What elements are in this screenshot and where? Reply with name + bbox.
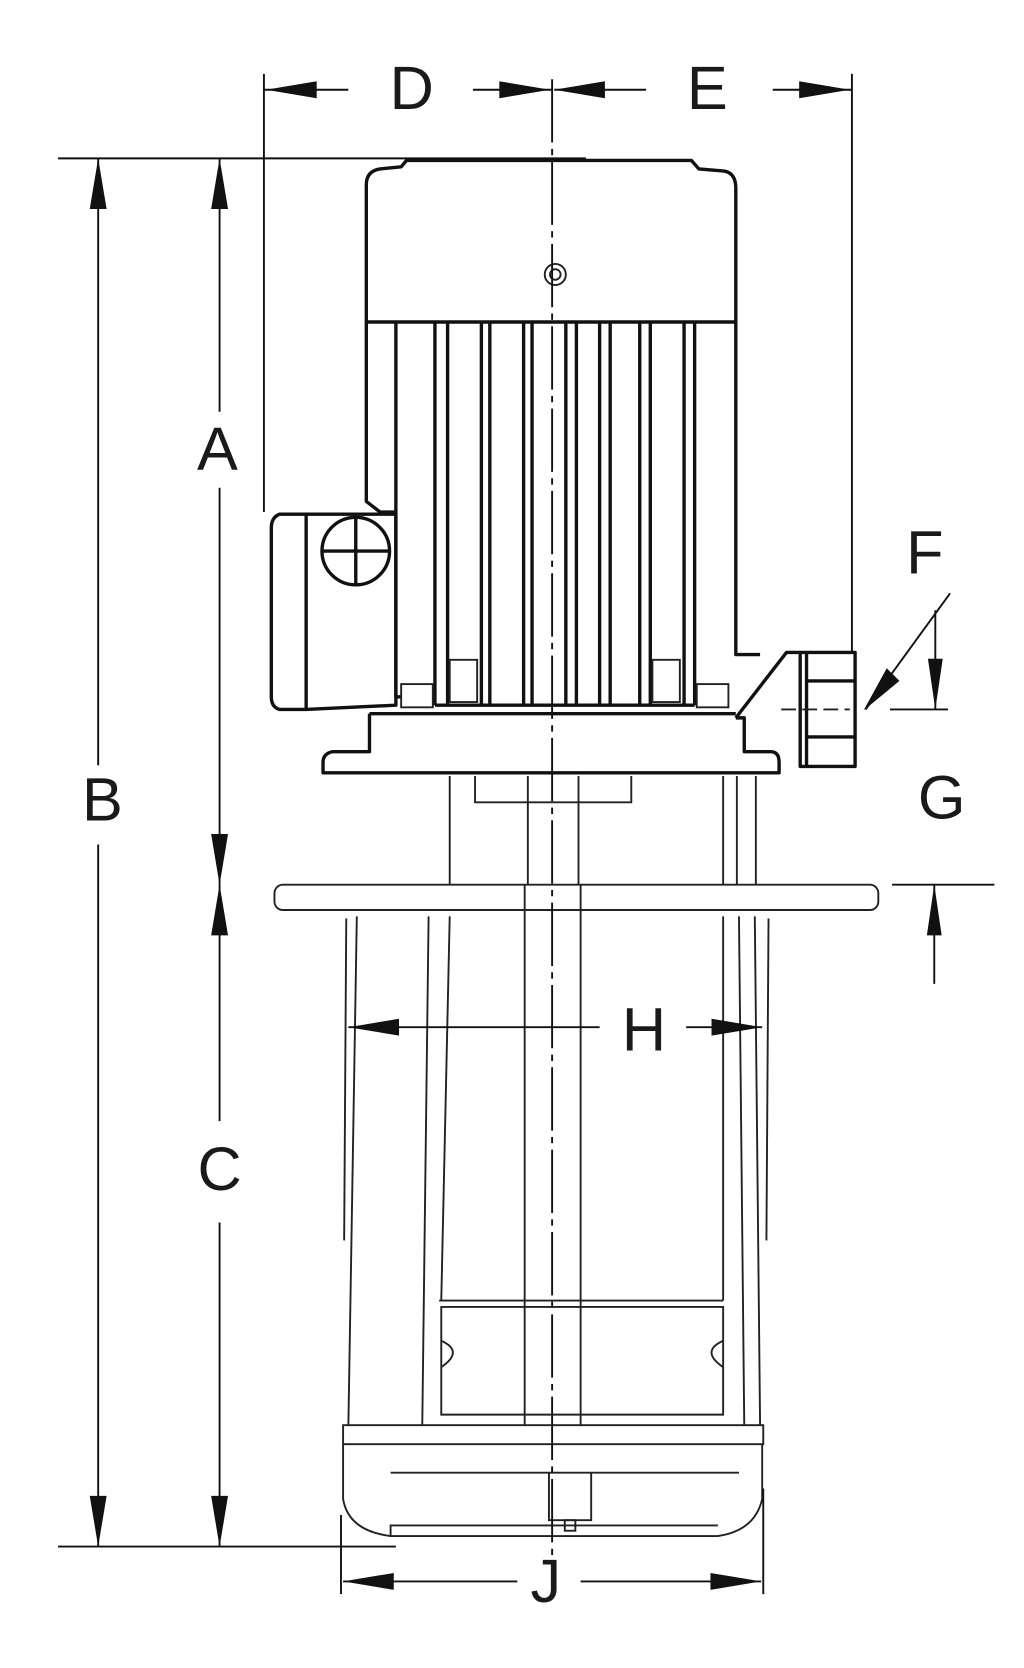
dimension-j: J <box>343 1547 762 1615</box>
dimension-e: E <box>554 54 852 122</box>
label-e: E <box>687 54 728 122</box>
label-b: B <box>82 766 123 834</box>
terminal-box <box>269 512 398 712</box>
extension-lines <box>58 73 995 1595</box>
dimension-b: B <box>82 158 123 1547</box>
screw-icon <box>543 262 567 287</box>
dimension-d: D <box>263 54 553 122</box>
outlet-port <box>781 650 857 769</box>
motor-hood <box>364 158 738 324</box>
dimension-f: F <box>863 519 951 711</box>
label-j: J <box>530 1547 561 1615</box>
dimension-a: A <box>197 158 238 885</box>
dimension-h: H <box>348 996 763 1064</box>
motor-body <box>364 322 761 707</box>
pump-housing <box>342 909 770 1537</box>
label-a: A <box>197 415 238 483</box>
dimension-g: G <box>918 764 966 984</box>
label-f: F <box>906 519 943 587</box>
label-h: H <box>622 996 666 1064</box>
label-g: G <box>918 764 966 832</box>
pump-column <box>273 775 880 911</box>
label-c: C <box>197 1135 241 1203</box>
dimension-c: C <box>197 884 242 1547</box>
label-d: D <box>390 54 434 122</box>
